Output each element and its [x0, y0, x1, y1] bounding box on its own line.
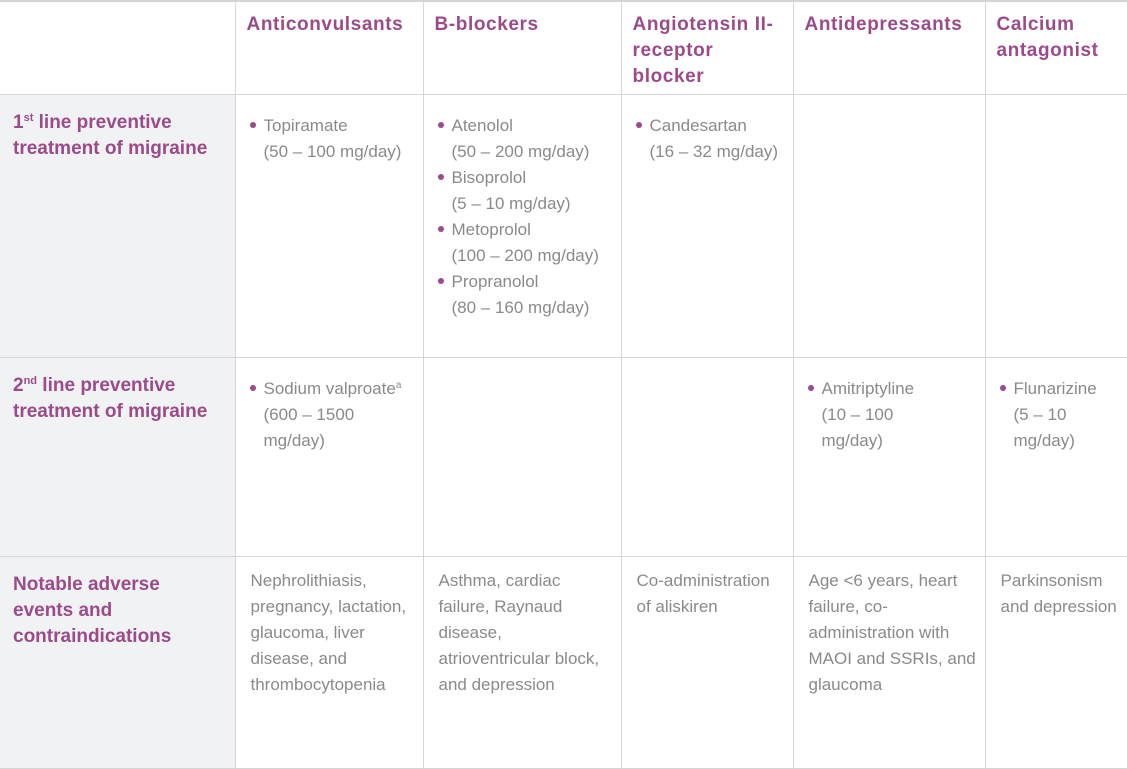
row-header-first-line: 1st line preventive treatment of migrain…	[0, 94, 236, 358]
drug-list: Sodium valproatea(600 – 1500 mg/day)	[249, 376, 417, 454]
drug-list: Atenolol(50 – 200 mg/day) Bisoprolol(5 –…	[437, 113, 615, 321]
header-row: Anticonvulsants B-blockers Angiotensin I…	[0, 1, 1127, 95]
list-item: Metoprolol(100 – 200 mg/day)	[437, 217, 615, 269]
bullet-icon	[437, 122, 444, 128]
list-item: Topiramate(50 – 100 mg/day)	[249, 113, 417, 165]
column-header-angiotensin-ii-receptor-blocker: Angiotensin II-receptor blocker	[621, 1, 794, 95]
cell-adverse-calcium-antagonist: Parkinsonism and depression	[985, 556, 1127, 769]
table-row-second-line: 2nd line preventive treatment of migrain…	[0, 357, 1127, 557]
column-header-antidepressants: Antidepressants	[793, 1, 986, 95]
cell-first-line-anticonvulsants: Topiramate(50 – 100 mg/day)	[235, 94, 424, 358]
bullet-icon	[437, 174, 444, 180]
list-item: Atenolol(50 – 200 mg/day)	[437, 113, 615, 165]
bullet-icon	[635, 122, 642, 128]
bullet-icon	[999, 385, 1006, 391]
list-item: Amitriptyline(10 – 100 mg/day)	[807, 376, 979, 454]
table-row-first-line: 1st line preventive treatment of migrain…	[0, 94, 1127, 358]
column-header-anticonvulsants: Anticonvulsants	[235, 1, 424, 95]
bullet-icon	[437, 278, 444, 284]
list-item: Bisoprolol(5 – 10 mg/day)	[437, 165, 615, 217]
row-header-adverse-events: Notable adverse events and contraindicat…	[0, 556, 236, 769]
bullet-icon	[437, 226, 444, 232]
cell-second-line-b-blockers	[423, 357, 622, 557]
cell-second-line-antidepressants: Amitriptyline(10 – 100 mg/day)	[793, 357, 986, 557]
row-header-second-line: 2nd line preventive treatment of migrain…	[0, 357, 236, 557]
cell-adverse-antidepressants: Age <6 years, heart failure, co-administ…	[793, 556, 986, 769]
list-item: Sodium valproatea(600 – 1500 mg/day)	[249, 376, 417, 454]
drug-list: Candesartan(16 – 32 mg/day)	[635, 113, 787, 165]
list-item: Flunarizine(5 – 10 mg/day)	[999, 376, 1124, 454]
cell-adverse-anticonvulsants: Nephrolithiasis, pregnancy, lactation, g…	[235, 556, 424, 769]
drug-list: Flunarizine(5 – 10 mg/day)	[999, 376, 1124, 454]
cell-adverse-arb: Co-administration of aliskiren	[621, 556, 794, 769]
corner-cell	[0, 1, 236, 95]
cell-adverse-b-blockers: Asthma, cardiac failure, Raynaud disease…	[423, 556, 622, 769]
drug-list: Topiramate(50 – 100 mg/day)	[249, 113, 417, 165]
bullet-icon	[249, 385, 256, 391]
bullet-icon	[807, 385, 814, 391]
cell-second-line-arb	[621, 357, 794, 557]
cell-first-line-arb: Candesartan(16 – 32 mg/day)	[621, 94, 794, 358]
drug-list: Amitriptyline(10 – 100 mg/day)	[807, 376, 979, 454]
cell-first-line-b-blockers: Atenolol(50 – 200 mg/day) Bisoprolol(5 –…	[423, 94, 622, 358]
cell-first-line-antidepressants	[793, 94, 986, 358]
table-row-adverse-events: Notable adverse events and contraindicat…	[0, 556, 1127, 769]
cell-second-line-anticonvulsants: Sodium valproatea(600 – 1500 mg/day)	[235, 357, 424, 557]
bullet-icon	[249, 122, 256, 128]
column-header-b-blockers: B-blockers	[423, 1, 622, 95]
list-item: Propranolol(80 – 160 mg/day)	[437, 269, 615, 321]
column-header-calcium-antagonist: Calcium antagonist	[985, 1, 1127, 95]
cell-first-line-calcium-antagonist	[985, 94, 1127, 358]
list-item: Candesartan(16 – 32 mg/day)	[635, 113, 787, 165]
footnote-marker: a	[395, 380, 402, 391]
cell-second-line-calcium-antagonist: Flunarizine(5 – 10 mg/day)	[985, 357, 1127, 557]
